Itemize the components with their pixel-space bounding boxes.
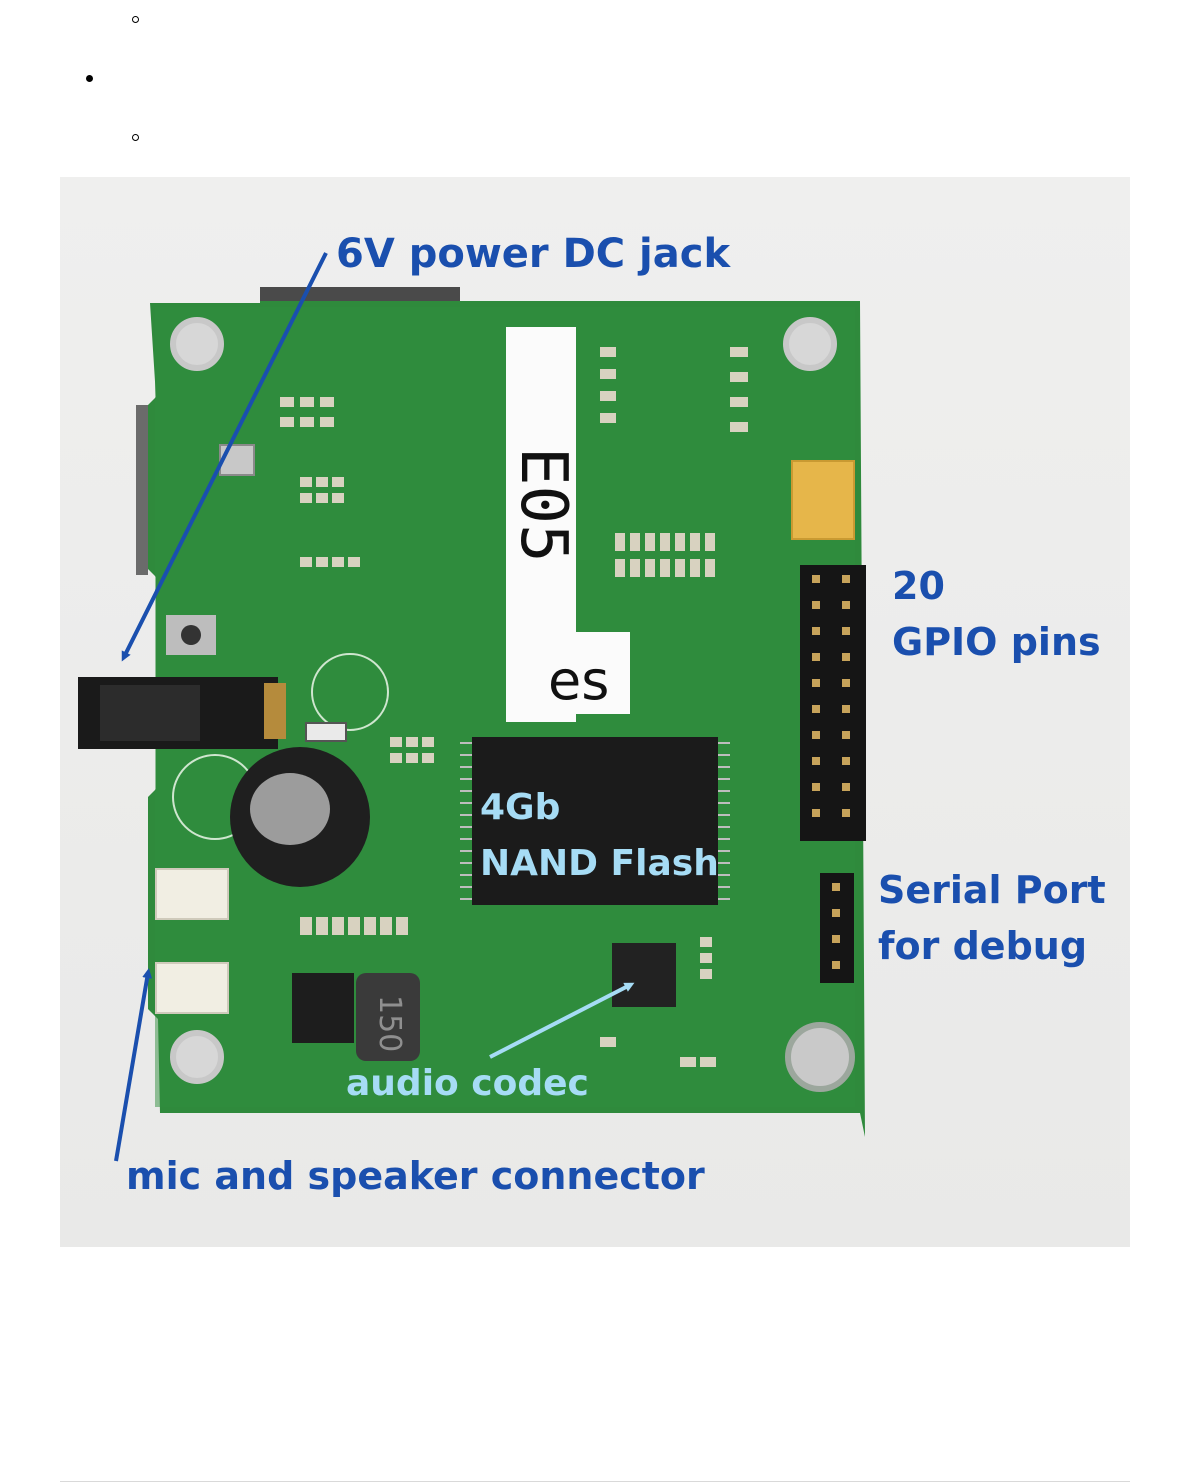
board-photo: E05 es 150 bbox=[60, 177, 1130, 1247]
label-flash-size: 4Gb bbox=[480, 787, 560, 828]
label-serial-port: Serial Port bbox=[878, 868, 1106, 912]
bullet-hollow-1 bbox=[132, 16, 139, 23]
board-illustration: E05 es 150 bbox=[60, 177, 1130, 1247]
mic-arrow bbox=[116, 973, 148, 1161]
label-gpio-count: 20 bbox=[892, 564, 945, 608]
list-bullets bbox=[0, 0, 1190, 170]
label-nand-flash: NAND Flash bbox=[480, 843, 719, 884]
label-serial-debug: for debug bbox=[878, 924, 1087, 968]
label-mic-speaker: mic and speaker connector bbox=[126, 1154, 705, 1198]
label-audio-codec: audio codec bbox=[346, 1063, 589, 1104]
sticker-es: es bbox=[548, 649, 609, 712]
gpio-header bbox=[800, 565, 866, 841]
bullet-solid-1 bbox=[86, 75, 93, 82]
sticker-e05: E05 bbox=[506, 447, 580, 563]
audio-codec-chip bbox=[612, 943, 676, 1007]
bullet-hollow-2 bbox=[132, 134, 139, 141]
label-gpio-pins: GPIO pins bbox=[892, 620, 1101, 664]
serial-header bbox=[820, 873, 854, 983]
electrolytic-capacitor bbox=[230, 747, 370, 887]
label-dc-jack: 6V power DC jack bbox=[336, 231, 731, 277]
dc-jack bbox=[78, 677, 286, 749]
divider bbox=[60, 1481, 1130, 1482]
inductor-mark: 150 bbox=[372, 995, 407, 1052]
